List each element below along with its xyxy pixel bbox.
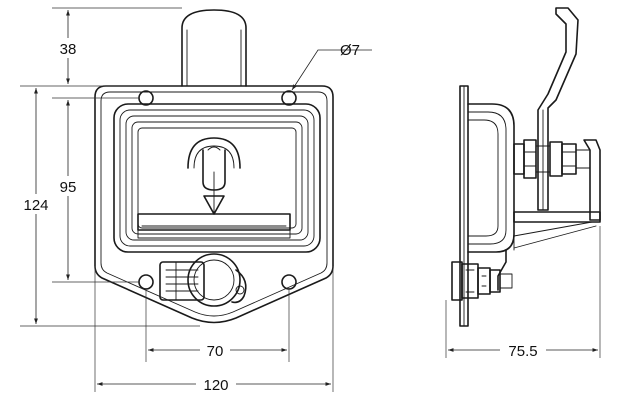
side-lock-cylinder — [451, 261, 513, 301]
dim-overall-height: 124 — [23, 197, 48, 214]
side-nut-stack — [513, 139, 591, 179]
t-handle-bar — [137, 189, 291, 239]
side-lower-arm — [497, 249, 507, 291]
front-dimensions: 38 95 124 Ø7 70 120 — [14, 7, 372, 394]
mounting-hole-top-right — [281, 90, 297, 106]
lock-slider — [159, 261, 205, 301]
mounting-hole-bottom-left — [138, 274, 154, 290]
front-knob — [181, 9, 247, 87]
side-handle-arm — [537, 7, 579, 211]
front-recess — [113, 103, 321, 253]
dim-hole-diameter: Ø7 — [340, 42, 360, 59]
dim-knob-height: 38 — [60, 41, 77, 58]
dim-side-depth: 75.5 — [508, 343, 537, 360]
dim-mounting-height: 95 — [60, 179, 77, 196]
lock-dust-cover — [187, 253, 247, 307]
side-view — [451, 7, 601, 327]
t-handle-clevis — [187, 137, 241, 191]
side-dimensions: 75.5 — [445, 226, 601, 360]
dim-hole-spacing: 70 — [207, 343, 224, 360]
front-flange-outer — [94, 85, 334, 324]
front-view — [94, 9, 334, 324]
side-back-bracket — [513, 139, 601, 251]
dim-overall-width: 120 — [203, 377, 228, 394]
mounting-hole-top-left — [138, 90, 154, 106]
front-flange-inner — [100, 91, 328, 317]
side-pan-body — [467, 103, 515, 253]
